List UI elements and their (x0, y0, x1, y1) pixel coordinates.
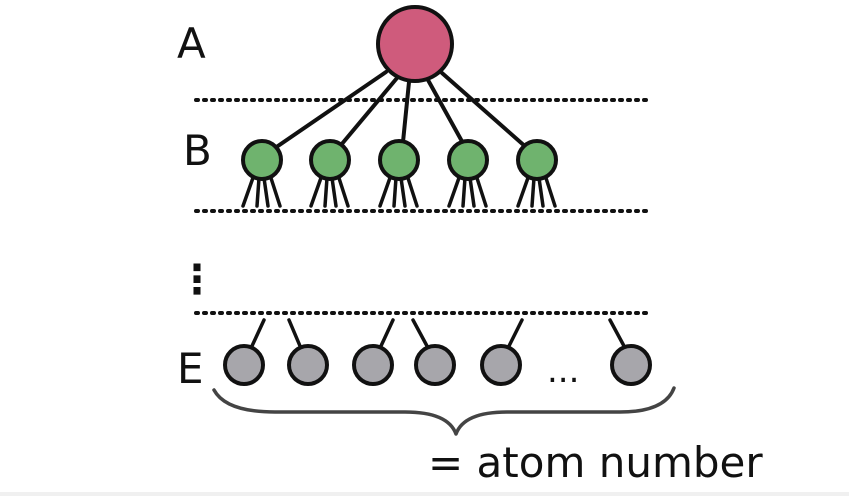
level-e-edges (250, 318, 626, 348)
b-node (309, 139, 351, 208)
horizontal-ellipsis: ... (547, 351, 579, 391)
level-label-a: A (177, 19, 206, 68)
b-node (241, 139, 283, 208)
e-node (414, 344, 456, 386)
e-node (352, 344, 394, 386)
vertical-ellipsis: ⋮ (177, 257, 217, 303)
b-node (516, 139, 558, 208)
root-node (376, 5, 454, 83)
root-edges (273, 70, 529, 150)
e-node (610, 344, 652, 386)
atom-number-annotation: = atom number (428, 438, 763, 487)
e-node (223, 344, 265, 386)
e-node (287, 344, 329, 386)
bottom-edge (0, 492, 849, 496)
level-label-e: E (177, 344, 204, 393)
level-e-nodes (223, 344, 652, 386)
level-label-b: B (183, 126, 212, 175)
level-b-nodes (241, 139, 558, 208)
curly-brace (212, 386, 676, 436)
b-node (447, 139, 489, 208)
e-node (480, 344, 522, 386)
b-node (378, 139, 420, 208)
